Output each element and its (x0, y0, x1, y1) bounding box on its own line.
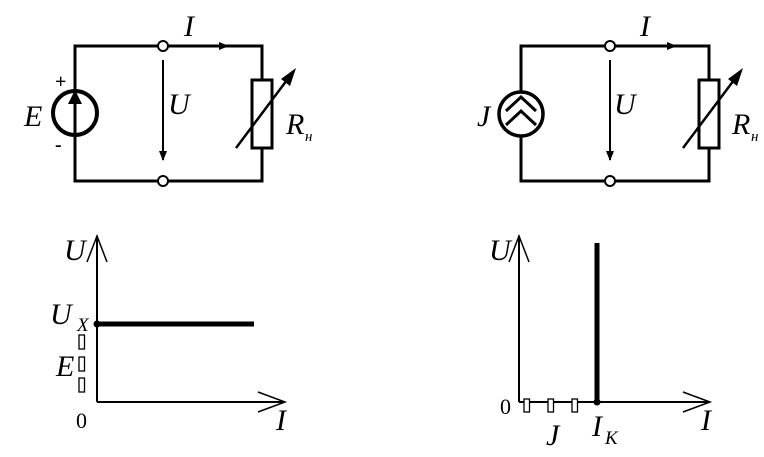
voltage-source-characteristic: U I 0 U X E (50, 233, 288, 437)
x-axis-label: I (275, 404, 288, 437)
minus-sign: - (55, 134, 62, 156)
variable-resistor-symbol (235, 68, 296, 150)
e-label: E (55, 350, 74, 383)
ux-label: U (50, 298, 74, 331)
voltage-label: U (614, 88, 638, 121)
ux-label-subscript: X (76, 315, 90, 336)
voltage-source-circuit: I U E + - R н (23, 10, 312, 187)
placeholder-glyph (571, 398, 579, 413)
characteristic-point (93, 320, 101, 328)
circuit-wire (519, 44, 711, 91)
ik-label-subscript: К (604, 428, 619, 449)
x-axis-label: I (700, 404, 713, 437)
emf-source-symbol (51, 89, 99, 137)
load-label: R (731, 108, 750, 141)
terminal-node (157, 40, 169, 52)
circuit-wire (73, 44, 264, 89)
placeholder-glyph (78, 334, 86, 350)
voltage-label: U (168, 88, 192, 121)
placeholder-glyph (78, 377, 86, 393)
terminal-node (604, 40, 616, 52)
source-label: E (23, 100, 42, 133)
y-axis-arrowhead (86, 233, 108, 263)
load-label-subscript: н (751, 129, 758, 145)
current-source-characteristic: U I 0 J I К (489, 233, 713, 452)
x-axis-arrowhead (682, 391, 713, 413)
circuit-wire (519, 137, 711, 183)
current-source-symbol (497, 90, 545, 138)
current-label: I (183, 10, 196, 43)
load-label: R (285, 108, 304, 141)
source-label: J (477, 100, 492, 133)
j-label: J (546, 419, 561, 452)
placeholder-glyph (78, 356, 86, 372)
origin-label: 0 (76, 408, 87, 433)
y-axis-label: U (64, 234, 88, 267)
placeholder-glyph (547, 398, 555, 413)
y-axis-arrowhead (508, 233, 530, 263)
y-axis-label: U (489, 234, 513, 267)
plus-sign: + (55, 71, 66, 93)
current-source-circuit: I U J R н (477, 10, 758, 187)
terminal-node (604, 175, 616, 187)
circuit-wire (73, 137, 264, 183)
placeholder-glyph (523, 398, 531, 413)
x-axis-arrowhead (257, 391, 288, 413)
load-label-subscript: н (305, 129, 312, 145)
terminal-node (157, 175, 169, 187)
characteristic-point (593, 398, 601, 406)
current-label: I (639, 10, 652, 43)
origin-label: 0 (500, 394, 511, 419)
ik-label: I (591, 410, 604, 443)
variable-resistor-symbol (682, 68, 743, 150)
